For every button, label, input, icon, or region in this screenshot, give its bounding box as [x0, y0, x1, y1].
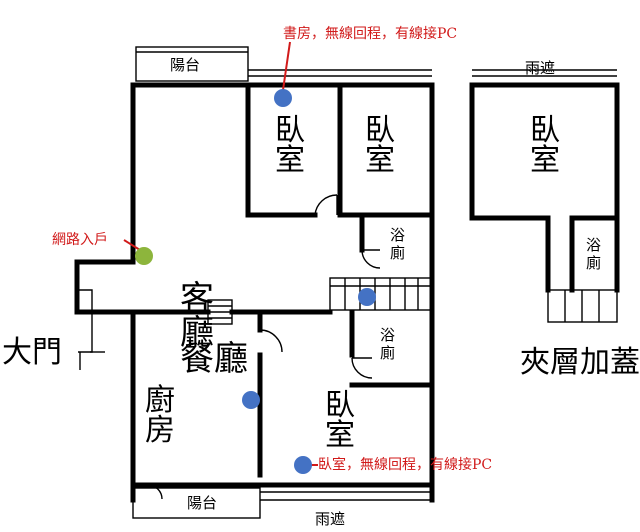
- living-room-label-char: 客: [180, 279, 214, 319]
- study-annotation: 書房，無線回程，有線接PC: [283, 25, 457, 42]
- bedroom-2-label: 臥室: [365, 113, 395, 178]
- study-node-marker: [274, 89, 292, 107]
- network-entry-annotation: 網路入戶: [52, 232, 108, 248]
- kitchen-label: 廚房: [145, 383, 175, 448]
- network-entry-marker: [135, 247, 153, 265]
- kitchen-label-char: 房: [145, 413, 175, 448]
- bedroom-3-label-char: 室: [325, 418, 355, 453]
- mezzanine-bath-label-char: 浴: [586, 236, 601, 254]
- bedroom-1-label-char: 臥: [275, 113, 305, 148]
- mezzanine-caption: 夾層加蓋: [520, 345, 640, 380]
- balcony-top-label: 陽台: [170, 56, 200, 74]
- dining-node-marker: [242, 391, 260, 409]
- kitchen-label-char: 廚: [145, 383, 175, 418]
- mezzanine-bedroom-label-char: 室: [530, 143, 560, 178]
- rain-shelter-top-label: 雨遮: [525, 59, 555, 77]
- rain-shelter-bottom-label: 雨遮: [315, 510, 345, 528]
- bedroom-3-label: 臥室: [325, 388, 355, 453]
- bedroom-1-label: 臥室: [275, 113, 305, 178]
- study-annotation-pointer: [282, 41, 291, 91]
- stairs-node-marker: [358, 288, 376, 306]
- balcony-bottom-label: 陽台: [187, 494, 217, 512]
- mezzanine-walls: [469, 69, 620, 323]
- mezzanine-bath-label: 浴廁: [586, 236, 601, 272]
- bath-2-label-char: 廁: [380, 344, 395, 362]
- mezzanine-bedroom-label-char: 臥: [530, 113, 560, 148]
- bedroom-1-label-char: 室: [275, 143, 305, 178]
- bedroom-node-marker: [294, 456, 312, 474]
- network-entry-pointer: [123, 239, 141, 251]
- living-room-label-char: 廳: [180, 313, 214, 353]
- living-room-label: 客廳: [180, 279, 214, 353]
- bath-1-label-char: 浴: [390, 226, 405, 244]
- main-plan-walls: [74, 46, 435, 519]
- bath-2-label: 浴廁: [380, 326, 395, 362]
- bedroom-2-label-char: 室: [365, 143, 395, 178]
- bath-2-label-char: 浴: [380, 326, 395, 344]
- bedroom-pc-annotation: 臥室，無線回程，有線接PC: [318, 456, 492, 473]
- bedroom-3-label-char: 臥: [325, 388, 355, 423]
- dining-room-label: 餐廳: [180, 339, 248, 379]
- mezzanine-bedroom-label: 臥室: [530, 113, 560, 178]
- bath-1-label-char: 廁: [390, 244, 405, 262]
- bedroom-2-label-char: 臥: [365, 113, 395, 148]
- entrance-label: 大門: [2, 335, 62, 370]
- bath-1-label: 浴廁: [390, 226, 405, 262]
- mezzanine-bath-label-char: 廁: [586, 254, 601, 272]
